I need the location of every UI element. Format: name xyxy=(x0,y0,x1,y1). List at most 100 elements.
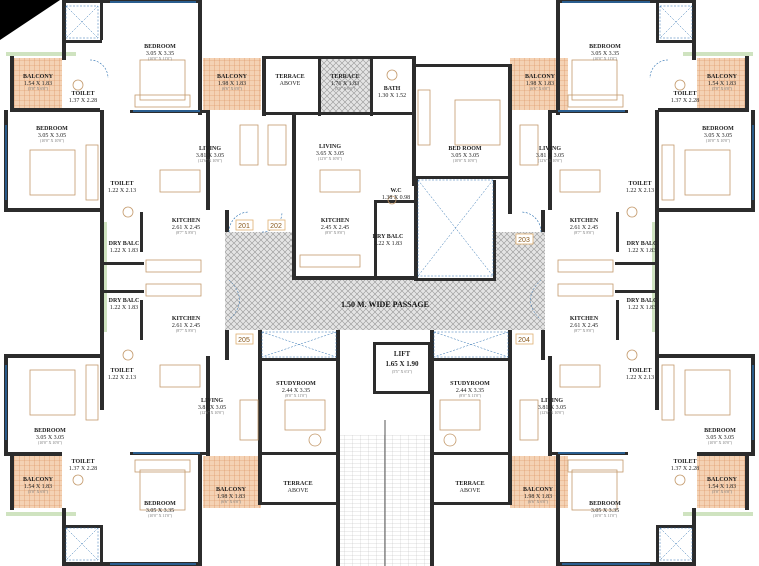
room-sub-bed-bl3: (10'0" X 11'0") xyxy=(148,513,173,518)
room-size-liv-l1: 3.81 X 3.05 xyxy=(196,153,224,159)
room-sub-bal-tr: (5'0" X 6'0") xyxy=(712,86,733,91)
room-sub-kit-r1: (8'7" X 8'0") xyxy=(574,230,595,235)
room-sub-bed-ml: (10'0" X 10'0") xyxy=(40,138,65,143)
room-sub-bal-br: (5'0" X 6'0") xyxy=(712,489,733,494)
room-name-toi-br: TOILET xyxy=(629,368,652,374)
shafts xyxy=(65,5,693,561)
room-name-bed-tl: BEDROOM xyxy=(144,44,176,50)
room-name-toi-tl: TOILET xyxy=(72,91,95,97)
room-size-liv-r1: 3.81 X 3.05 xyxy=(536,153,564,159)
room-size-toi-br: 1.22 X 2.13 xyxy=(626,375,654,381)
room-name-dry-l2: DRY BALC xyxy=(109,298,140,304)
room-name-dry-r2: DRY BALC xyxy=(627,298,658,304)
room-name-bed-ml: BEDROOM xyxy=(36,126,68,132)
flat-no-203: 203 xyxy=(518,237,530,244)
room-name-toi-tr: TOILET xyxy=(674,91,697,97)
room-size-kit-l1: 2.61 X 2.45 xyxy=(172,225,200,231)
room-size-bal-tr2: 1.98 X 1.83 xyxy=(526,81,554,87)
room-name-bed-c: BED ROOM xyxy=(448,146,482,152)
room-size-kit-l2: 2.61 X 2.45 xyxy=(172,323,200,329)
room-name-bed-tr: BEDROOM xyxy=(589,44,621,50)
room-size-ter-br: ABOVE xyxy=(460,488,481,494)
room-size-liv-r2: 3.81 X 3.05 xyxy=(538,405,566,411)
room-size-ter-tl: ABOVE xyxy=(280,81,301,87)
room-name-toi-br2: TOILET xyxy=(674,459,697,465)
lift-size: 1.65 X 1.90 xyxy=(385,360,419,368)
room-name-toi-ml: TOILET xyxy=(111,181,134,187)
room-size-ter-bl: ABOVE xyxy=(288,488,309,494)
room-size-kit-c: 2.45 X 2.45 xyxy=(321,225,349,231)
room-name-kit-r2: KITCHEN xyxy=(570,316,599,322)
doors xyxy=(89,59,669,233)
room-name-liv-c: LIVING xyxy=(319,144,341,150)
room-name-liv-l1: LIVING xyxy=(199,146,221,152)
corner-mark xyxy=(0,0,60,40)
room-sub-liv-c: (12'0" X 10'0") xyxy=(318,156,343,161)
room-size-bath-c: 1.30 X 1.52 xyxy=(378,93,406,99)
room-size-bal-tl2: 1.98 X 1.83 xyxy=(218,81,246,87)
room-size-bed-c: 3.05 X 3.05 xyxy=(451,153,479,159)
flat-numbers: 201 202 203 204 205 xyxy=(235,219,534,345)
room-size-liv-c: 3.65 X 3.05 xyxy=(316,151,344,157)
flat-no-204: 204 xyxy=(518,337,530,344)
room-size-bal-bl2: 1.98 X 1.83 xyxy=(217,494,245,500)
room-name-bal-tl: BALCONY xyxy=(23,74,54,80)
room-sub-bal-tl2: (6'6" X 6'0") xyxy=(222,86,243,91)
room-size-liv-l2: 3.81 X 3.05 xyxy=(198,405,226,411)
room-name-ter-bl: TERRACE xyxy=(283,481,312,487)
room-sub-study-l: (8'0" X 11'0") xyxy=(285,393,308,398)
room-name-bal-br2: BALCONY xyxy=(523,487,554,493)
room-name-kit-c: KITCHEN xyxy=(321,218,350,224)
room-size-ter-c: 1.76 X 1.83 xyxy=(331,81,359,87)
lift-label: LIFT xyxy=(394,350,411,358)
room-name-bed-mr: BEDROOM xyxy=(702,126,734,132)
room-name-bal-tr: BALCONY xyxy=(707,74,738,80)
room-name-liv-r1: LIVING xyxy=(539,146,561,152)
room-name-liv-l2: LIVING xyxy=(201,398,223,404)
room-size-dry-c: 1.22 X 1.83 xyxy=(374,241,402,247)
passage-label: 1.50 M. WIDE PASSAGE xyxy=(341,300,429,309)
room-name-toi-bl2: TOILET xyxy=(72,459,95,465)
flat-no-202: 202 xyxy=(270,223,282,230)
lift-sub: (5'5" X 6'3") xyxy=(392,369,413,374)
room-sub-ter-c: (5'9" X 6'0") xyxy=(335,86,356,91)
room-sub-bal-tl: (5'0" X 6'0") xyxy=(28,86,49,91)
room-size-dry-r1: 1.22 X 1.83 xyxy=(628,248,656,254)
room-size-bed-tl: 3.05 X 3.35 xyxy=(146,51,174,57)
room-size-bed-tr: 3.05 X 3.35 xyxy=(591,51,619,57)
room-sub-bed-br3: (10'0" X 11'0") xyxy=(593,513,618,518)
room-size-bal-bl: 1.54 X 1.83 xyxy=(24,484,52,490)
room-sub-bed-bl: (10'0" X 10'0") xyxy=(38,440,63,445)
room-name-bed-bl: BEDROOM xyxy=(34,428,66,434)
room-name-ter-c: TERRACE xyxy=(330,74,359,80)
room-sub-bed-mr: (10'0" X 10'0") xyxy=(706,138,731,143)
room-sub-liv-r2: (12'6" X 10'0") xyxy=(540,410,565,415)
room-size-bed-ml: 3.05 X 3.05 xyxy=(38,133,66,139)
room-sub-kit-l2: (8'7" X 8'0") xyxy=(176,328,197,333)
room-sub-bal-bl2: (6'6" X 6'0") xyxy=(221,499,242,504)
room-sub-kit-l1: (8'7" X 8'0") xyxy=(176,230,197,235)
room-size-bed-br: 3.05 X 3.05 xyxy=(706,435,734,441)
room-size-bal-br2: 1.98 X 1.83 xyxy=(524,494,552,500)
room-sub-kit-r2: (8'7" X 8'0") xyxy=(574,328,595,333)
room-size-kit-r2: 2.61 X 2.45 xyxy=(570,323,598,329)
room-sub-bed-br: (10'0" X 10'0") xyxy=(708,440,733,445)
room-sub-liv-l2: (12'6" X 10'0") xyxy=(200,410,225,415)
room-name-study-l: STUDYROOM xyxy=(276,381,316,387)
room-size-wc-c: 1.38 X 0.98 xyxy=(382,195,410,201)
room-name-bal-bl2: BALCONY xyxy=(216,487,247,493)
flat-no-205: 205 xyxy=(238,337,250,344)
room-name-kit-l2: KITCHEN xyxy=(172,316,201,322)
room-size-toi-tr: 1.37 X 2.28 xyxy=(671,98,699,104)
room-size-toi-ml: 1.22 X 2.13 xyxy=(108,188,136,194)
room-size-toi-bl: 1.22 X 2.13 xyxy=(108,375,136,381)
room-size-toi-tl: 1.37 X 2.28 xyxy=(69,98,97,104)
room-sub-study-r: (8'0" X 11'0") xyxy=(459,393,482,398)
room-size-bal-br: 1.54 X 1.83 xyxy=(708,484,736,490)
room-size-bed-mr: 3.05 X 3.05 xyxy=(704,133,732,139)
furniture xyxy=(29,59,731,511)
room-name-bath-c: BATH xyxy=(384,86,401,92)
room-name-bal-br: BALCONY xyxy=(707,477,738,483)
